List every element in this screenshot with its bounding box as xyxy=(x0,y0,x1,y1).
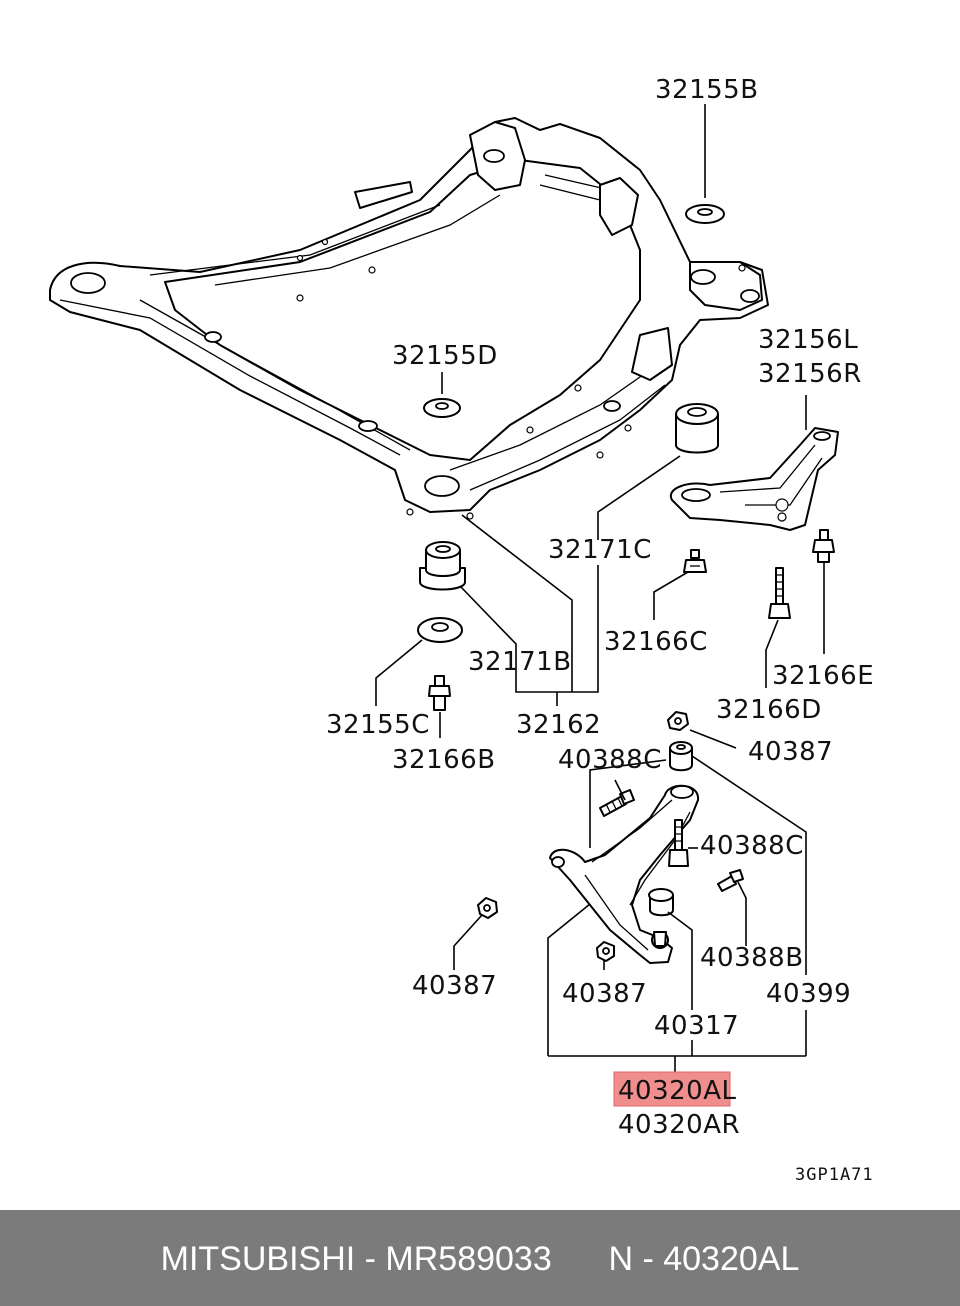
label-40388B[interactable]: 40388B xyxy=(700,943,804,973)
bolt-32166D xyxy=(768,567,791,619)
washer-32155C xyxy=(417,617,463,643)
label-32171C[interactable]: 32171C xyxy=(548,535,652,565)
lower-arm-40317 xyxy=(549,784,699,964)
bolt-32166C xyxy=(683,549,707,573)
highlight-box xyxy=(613,1071,731,1107)
parts-diagram: 32155B 32156L 32155D 32156R 32171C 32166… xyxy=(49,75,874,1185)
ref-prefix: N xyxy=(608,1240,634,1278)
label-40317[interactable]: 40317 xyxy=(654,1011,739,1041)
label-32155C[interactable]: 32155C xyxy=(326,710,430,740)
label-40320AR[interactable]: 40320AR xyxy=(618,1110,740,1140)
footer-bar: MITSUBISHI - MR589033 N - 40320AL xyxy=(0,1210,960,1306)
label-40387-c[interactable]: 40387 xyxy=(562,979,647,1009)
label-32166D[interactable]: 32166D xyxy=(716,695,822,725)
label-32155D[interactable]: 32155D xyxy=(392,341,498,371)
bolt-40388C-a xyxy=(599,789,635,817)
leader-lines xyxy=(375,104,825,1072)
label-40399[interactable]: 40399 xyxy=(766,979,851,1009)
drawing-code: 3GP1A71 xyxy=(795,1165,874,1185)
bolt-32166E xyxy=(812,529,835,563)
part-number: MR589033 xyxy=(385,1240,552,1278)
label-32166C[interactable]: 32166C xyxy=(604,627,708,657)
washer-32155B xyxy=(685,204,725,224)
nut-40387-c xyxy=(596,941,615,962)
bolt-40388B xyxy=(717,869,744,892)
label-40387-b[interactable]: 40387 xyxy=(412,971,497,1001)
label-40388C-a[interactable]: 40388C xyxy=(558,745,662,775)
brand-name: MITSUBISHI xyxy=(160,1240,356,1278)
bushing-32171B xyxy=(419,541,466,591)
bushing-40399 xyxy=(669,741,693,772)
nut-40387-a xyxy=(667,711,689,731)
label-40388C-b[interactable]: 40388C xyxy=(700,831,804,861)
washer-32155D xyxy=(423,398,461,418)
footer-caption: MITSUBISHI - MR589033 N - 40320AL xyxy=(160,1240,800,1278)
label-32166B[interactable]: 32166B xyxy=(392,745,496,775)
bolt-32166B xyxy=(428,675,451,711)
label-32155B[interactable]: 32155B xyxy=(655,75,759,105)
subframe-drawing xyxy=(49,117,769,520)
bolt-40388C-b xyxy=(668,819,689,867)
label-32166E[interactable]: 32166E xyxy=(772,661,874,691)
label-32156L[interactable]: 32156L xyxy=(758,325,858,355)
label-32171B[interactable]: 32171B xyxy=(468,647,572,677)
label-40387-a[interactable]: 40387 xyxy=(748,737,833,767)
label-40320AL[interactable]: 40320AL xyxy=(618,1076,736,1106)
bushing-lower xyxy=(648,888,674,917)
label-32162[interactable]: 32162 xyxy=(516,710,601,740)
bushing-32171C xyxy=(675,403,719,454)
label-32156R[interactable]: 32156R xyxy=(758,359,862,389)
bracket-32156 xyxy=(669,427,839,531)
nut-40387-b xyxy=(477,897,498,919)
ref-number: 40320AL xyxy=(663,1240,800,1278)
